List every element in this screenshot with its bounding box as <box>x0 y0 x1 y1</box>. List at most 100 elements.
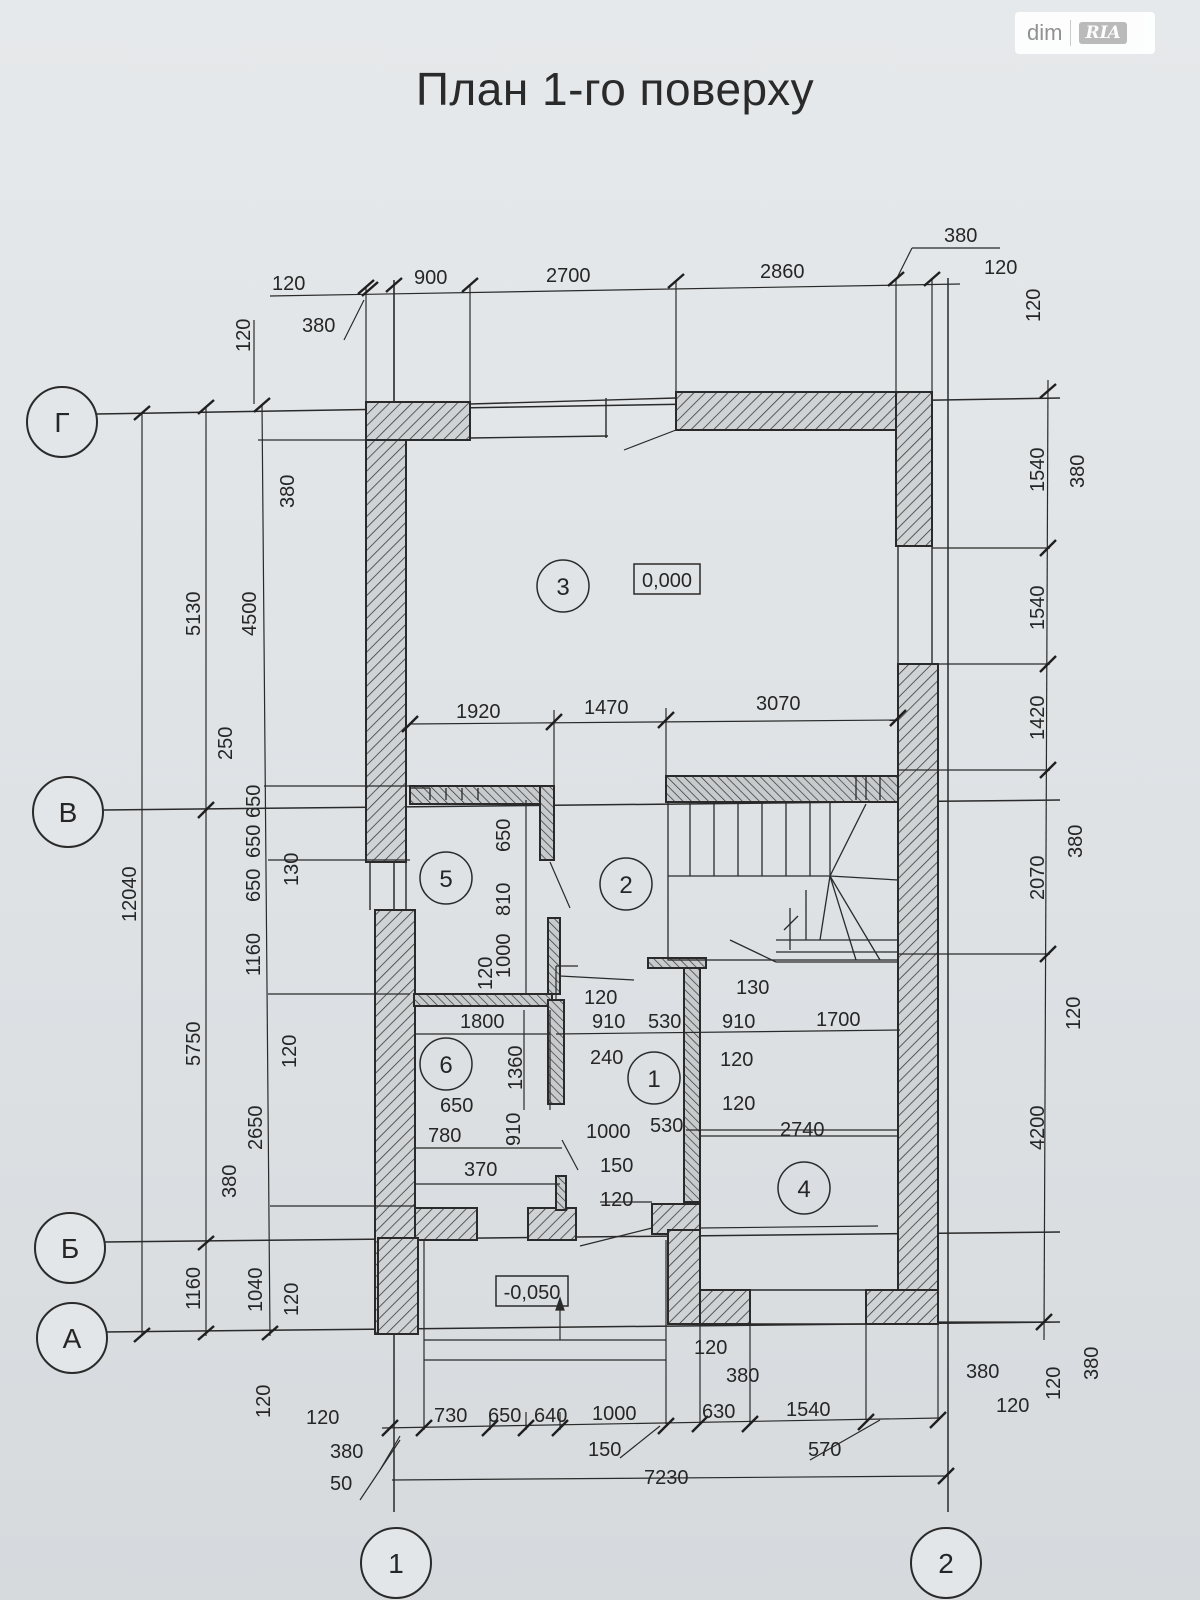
watermark-brand: dim <box>1027 20 1063 45</box>
dim-left-120a: 120 <box>233 319 255 352</box>
watermark-divider <box>1070 20 1072 46</box>
level-mark-main: 0,000 <box>633 563 701 595</box>
dim-left-120b: 120 <box>279 1035 301 1068</box>
dim-bottom-120c: 120 <box>996 1395 1029 1417</box>
wall-right-lower <box>897 663 939 1325</box>
dim-left-5750: 5750 <box>183 1022 205 1067</box>
dim-inner-1470: 1470 <box>584 697 629 719</box>
svg-text:5: 5 <box>439 866 452 893</box>
dim-bottom-730: 730 <box>434 1405 467 1427</box>
axis-label-g: Г <box>54 407 69 438</box>
watermark-badge: RIA <box>1079 22 1127 44</box>
dim-bottom-7230: 7230 <box>644 1467 689 1489</box>
left-dimensions: 12040 5130 5750 1160 120 380 4500 250 65… <box>119 319 303 1418</box>
dim-core-120a: 120 <box>584 987 617 1009</box>
dim-inner-3070: 3070 <box>756 693 801 715</box>
walls <box>365 391 939 1335</box>
wall-top-right <box>675 391 933 431</box>
room-3-label: 3 <box>536 559 590 613</box>
dim-right-1420: 1420 <box>1027 696 1049 741</box>
wall-stair-top <box>665 775 899 803</box>
room-5-label: 5 <box>419 851 473 905</box>
room6-dimensions: 650 780 910 370 1000 150 120 530 <box>428 1095 683 1211</box>
axis-bubble-2: 2 <box>910 1527 982 1599</box>
dim-core-120c: 120 <box>722 1093 755 1115</box>
dim-bottom-380a: 380 <box>726 1365 759 1387</box>
dim-bottom-1000: 1000 <box>592 1403 637 1425</box>
dim-room5-1000: 1000 <box>493 934 515 979</box>
dim-bottom-630: 630 <box>702 1401 735 1423</box>
wall-room1-top <box>647 957 707 969</box>
axis-bubble-a: А <box>36 1302 108 1374</box>
dim-r6-780: 780 <box>428 1125 461 1147</box>
dim-r6-1000: 1000 <box>586 1121 631 1143</box>
wall-bottom-4 <box>667 1229 701 1325</box>
dim-r6-120: 120 <box>600 1189 633 1211</box>
room-4-label: 4 <box>777 1161 831 1215</box>
bottom-dimensions: 120 730 650 640 1000 120 380 630 1540 38… <box>306 1337 1029 1495</box>
dim-r6-150: 150 <box>600 1155 633 1177</box>
wall-room5-right-upper <box>539 785 555 861</box>
dim-left-1160: 1160 <box>243 933 265 976</box>
top-dimensions: 120 900 2700 2860 380 120 380 <box>272 225 1017 337</box>
svg-text:4: 4 <box>797 1176 810 1203</box>
dim-left-380b: 380 <box>219 1165 241 1198</box>
svg-text:6: 6 <box>439 1052 452 1079</box>
dim-core-240: 240 <box>590 1047 623 1069</box>
dim-bottom-left-50: 50 <box>330 1473 352 1495</box>
svg-text:1: 1 <box>647 1066 660 1093</box>
dim-left-4500: 4500 <box>239 592 261 637</box>
dim-right-120b: 120 <box>1063 997 1085 1030</box>
dim-top-120a: 120 <box>272 273 305 295</box>
axis-label-1: 1 <box>388 1548 404 1579</box>
dim-top-900: 900 <box>414 267 447 289</box>
axis-bubble-1: 1 <box>360 1527 432 1599</box>
dimension-lines <box>141 247 1050 1501</box>
dim-r6-530: 530 <box>650 1115 683 1137</box>
dim-left-380a: 380 <box>277 475 299 508</box>
dim-room5-650: 650 <box>493 819 515 852</box>
wall-room6-top <box>413 993 553 1007</box>
dim-inner-1920: 1920 <box>456 701 501 723</box>
dim-core-1800: 1800 <box>460 1011 505 1033</box>
dim-bottom-120b: 120 <box>694 1337 727 1359</box>
axis-bubble-v: В <box>32 776 104 848</box>
dim-left-120c: 120 <box>281 1283 303 1316</box>
dim-right-1540b: 1540 <box>1027 586 1049 631</box>
wall-top-left <box>365 401 471 441</box>
axis-label-a: А <box>63 1323 82 1354</box>
svg-text:3: 3 <box>556 574 569 601</box>
dim-bottom-120a: 120 <box>306 1407 339 1429</box>
site-watermark[interactable]: dim RIA <box>1015 12 1155 54</box>
dim-core-530a: 530 <box>648 1011 681 1033</box>
dim-right-380b: 380 <box>1065 825 1087 858</box>
dim-left-120d: 120 <box>253 1385 275 1418</box>
wall-bottom-2 <box>527 1207 577 1241</box>
dim-r6-910: 910 <box>503 1113 525 1146</box>
dim-left-650b: 650 <box>243 785 265 818</box>
staircase <box>410 776 899 963</box>
dim-core-1360: 1360 <box>505 1046 527 1091</box>
dim-core-130: 130 <box>736 977 769 999</box>
svg-text:-0,050: -0,050 <box>504 1282 561 1304</box>
room-lines <box>415 429 898 1361</box>
dim-core-1700: 1700 <box>816 1009 861 1031</box>
dim-bottom-150: 150 <box>588 1439 621 1461</box>
inner-dimensions: 1920 1470 3070 650 810 1000 120 <box>456 693 801 990</box>
dim-left-1160: 1160 <box>183 1267 205 1310</box>
dim-top-380: 380 <box>944 225 977 247</box>
wall-right-upper <box>895 391 933 547</box>
wall-room1-right <box>683 961 701 1203</box>
wall-bottom-stub <box>555 1175 567 1211</box>
dim-bottom-left-380: 380 <box>330 1441 363 1463</box>
core-dimensions: 120 1800 910 530 910 1700 1360 240 120 1… <box>460 977 861 1141</box>
dim-core-2740: 2740 <box>780 1119 825 1141</box>
axis-label-b: Б <box>61 1233 79 1264</box>
dim-left-2650: 2650 <box>245 1106 267 1151</box>
dim-core-910a: 910 <box>592 1011 625 1033</box>
dim-right-2070: 2070 <box>1027 856 1049 901</box>
svg-text:2: 2 <box>619 872 632 899</box>
axis-label-2: 2 <box>938 1548 954 1579</box>
dim-r6-370: 370 <box>464 1159 497 1181</box>
